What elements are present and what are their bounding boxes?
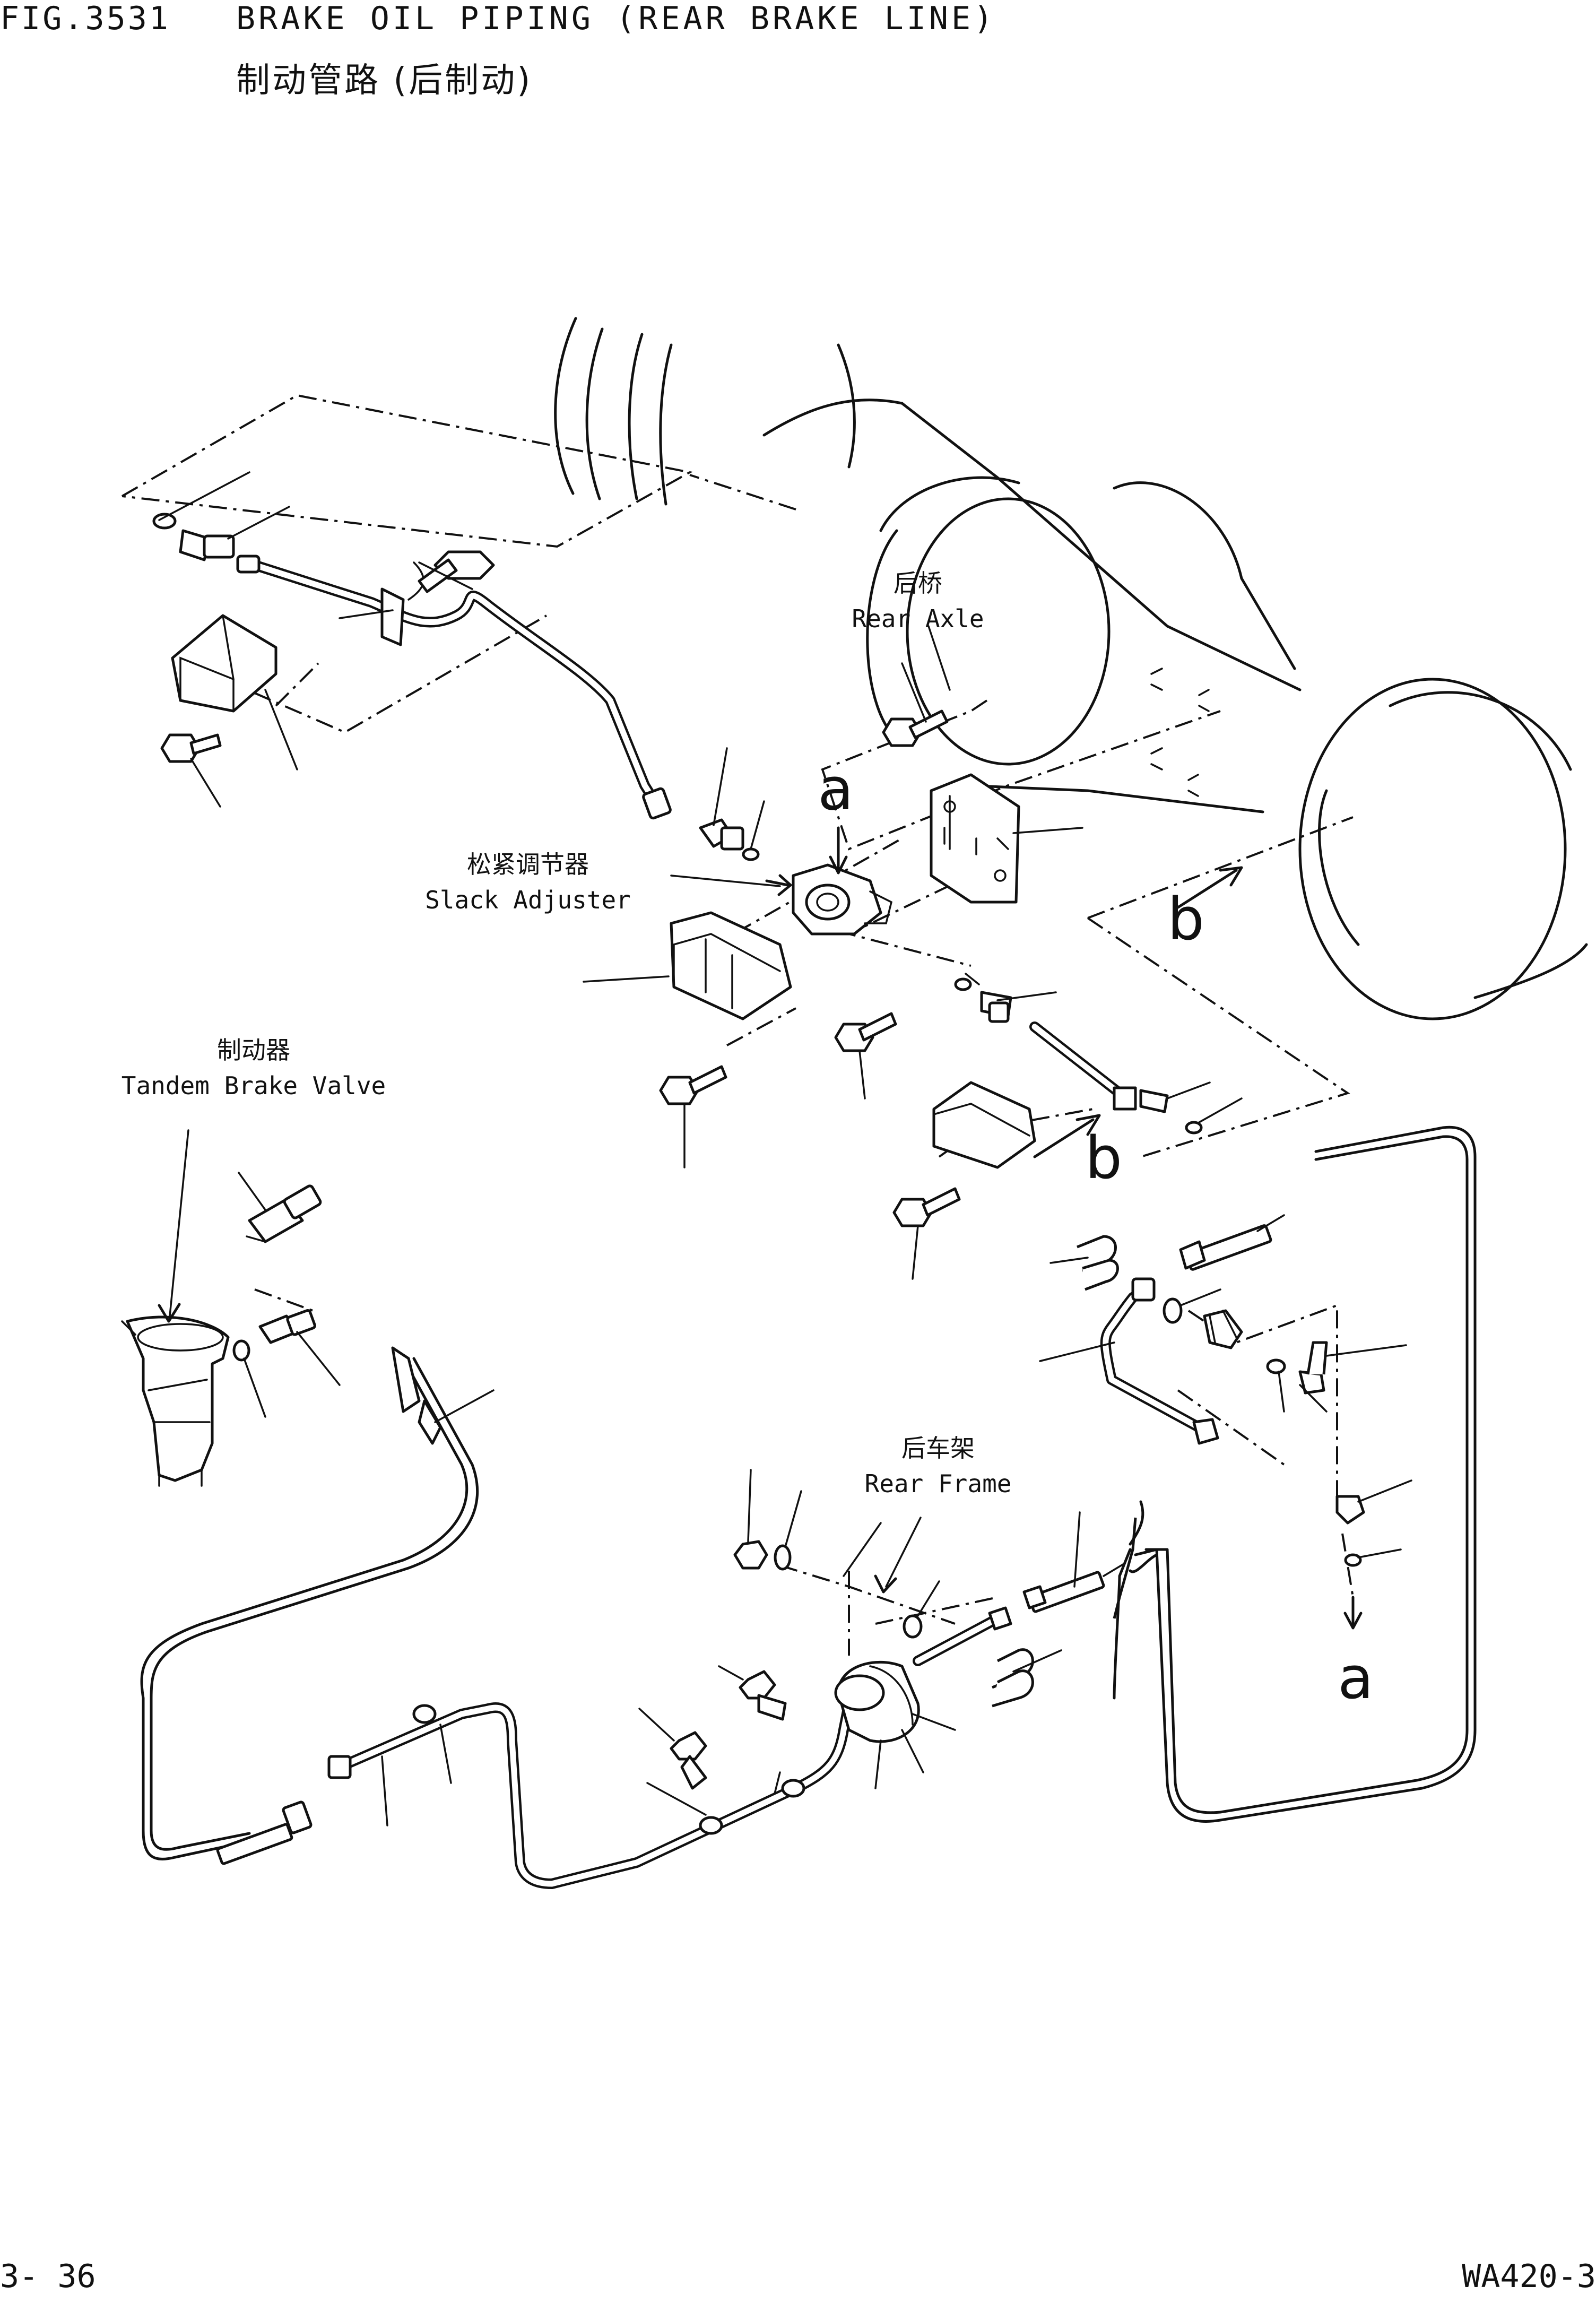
rear-axle-label-en: Rear Axle xyxy=(852,604,984,633)
leader-lines xyxy=(843,625,951,1577)
reference-marker-a-top: a xyxy=(818,755,853,823)
slack-adjuster xyxy=(670,747,893,936)
fittings-lower-right xyxy=(1039,1235,1412,1630)
bracket-upper-left xyxy=(171,614,298,770)
tandem-brake-valve-label-en: Tandem Brake Valve xyxy=(122,1071,386,1100)
reference-marker-b-lower: b xyxy=(1085,1124,1122,1192)
tandem-brake-valve-label-cn: 制动器 xyxy=(217,1036,290,1064)
assembly-reference-lines xyxy=(122,394,1354,1656)
reference-marker-b-right: b xyxy=(1167,885,1204,953)
rear-brake-pipe-upper xyxy=(236,555,672,820)
rear-frame-pipe xyxy=(327,1698,854,1889)
figure-title-chinese: 制动管路 (后制动) xyxy=(236,61,533,100)
bracket-slack-adjuster xyxy=(583,911,792,1020)
rear-axle-label-cn: 后桥 xyxy=(894,569,942,598)
page-number: 3- 36 xyxy=(0,2258,96,2295)
rear-brake-pipe-lower xyxy=(140,1346,495,1865)
slack-adjuster-label-en: Slack Adjuster xyxy=(425,886,631,914)
rear-axle-housing xyxy=(554,317,1588,1020)
rear-brake-pipe-right-loop xyxy=(1113,1125,1477,1823)
fittings-rear-frame xyxy=(638,1469,1144,1790)
fittings-top-left xyxy=(152,471,949,808)
figure-title-english: BRAKE OIL PIPING (REAR BRAKE LINE) xyxy=(236,0,996,37)
plate-bracket-axle xyxy=(930,773,1083,904)
slack-adjuster-label-cn: 松紧调节器 xyxy=(467,850,589,879)
rear-frame-label-cn: 后车架 xyxy=(901,1434,975,1462)
rear-frame-label-en: Rear Frame xyxy=(865,1469,1012,1498)
bracket-lower-right xyxy=(932,1081,1036,1169)
reference-arrows xyxy=(1033,866,1243,1158)
brake-line-joint-block xyxy=(834,1606,1062,1789)
fittings-middle xyxy=(659,973,1243,1280)
figure-number: FIG.3531 xyxy=(0,0,170,37)
tandem-brake-valve xyxy=(121,1129,341,1487)
reference-marker-a-bottom: a xyxy=(1338,1644,1373,1712)
model-number: WA420-3 xyxy=(1462,2258,1596,2295)
